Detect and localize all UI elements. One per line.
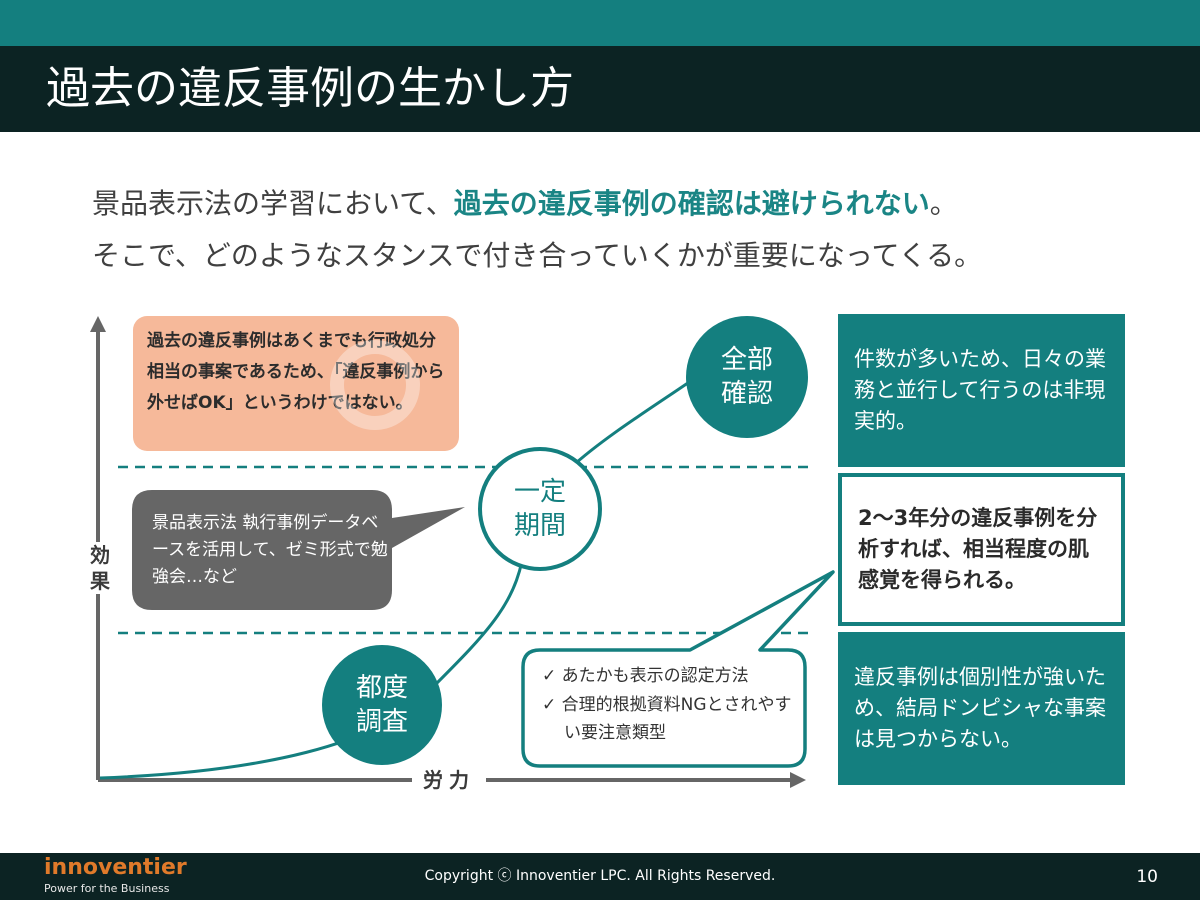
top-accent-bar xyxy=(0,0,1200,46)
intro-line-1-end: 。 xyxy=(929,187,958,220)
y-axis-arrow xyxy=(90,316,106,332)
side-note-top-text: 件数が多いため、日々の業務と並行して行うのは非現実的。 xyxy=(854,347,1106,433)
check-icon: ✓ xyxy=(542,666,557,686)
page-number: 10 xyxy=(1136,867,1158,887)
intro-line-1: 景品表示法の学習において、過去の違反事例の確認は避けられない。 xyxy=(92,184,958,224)
checklist-item-label: あたかも表示の認定方法 xyxy=(561,666,749,686)
check-icon: ✓ xyxy=(542,695,557,715)
footer-bar xyxy=(0,853,1200,900)
effort-effect-diagram xyxy=(90,316,835,788)
intro-line-2: そこで、どのようなスタンスで付き合っていくかが重要になってくる。 xyxy=(92,239,983,272)
logo-tagline: Power for the Business xyxy=(44,882,170,895)
prohibition-icon xyxy=(330,340,420,430)
side-note-bottom-text: 違反事例は個別性が強いため、結局ドンピシャな事案は見つからない。 xyxy=(854,665,1106,751)
checklist-item-label: 合理的根拠資料NGとされやすい要注意類型 xyxy=(561,695,792,743)
checklist-bubble xyxy=(521,570,835,768)
intro-highlight: 過去の違反事例の確認は避けられない xyxy=(453,187,930,220)
circle-fixed-period-label: 一定期間 xyxy=(513,477,566,541)
circle-check-all-label: 全部確認 xyxy=(720,345,773,409)
effort-curve xyxy=(99,348,736,780)
checklist-item: ✓ 合理的根拠資料NGとされやすい要注意類型 xyxy=(542,691,804,747)
side-note-bottom: 違反事例は個別性が強いため、結局ドンピシャな事案は見つからない。 xyxy=(838,632,1125,785)
side-note-middle-text: 2～3年分の違反事例を分析すれば、相当程度の肌感覚を得られる。 xyxy=(858,506,1098,592)
gray-note-text: 景品表示法 執行事例データベースを活用して、ゼミ形式で勉強会…など xyxy=(152,513,388,587)
checklist-item: ✓ あたかも表示の認定方法 xyxy=(542,662,749,690)
y-axis-label: 効果 xyxy=(84,542,116,594)
x-axis-label: 労力 xyxy=(412,766,486,794)
company-logo: innoventier xyxy=(44,855,187,880)
circle-check-all: 全部確認 xyxy=(686,316,808,438)
title-bar xyxy=(0,46,1200,132)
circle-per-case: 都度調査 xyxy=(322,645,442,765)
intro-line-1-text: 景品表示法の学習において、 xyxy=(92,187,454,220)
x-axis-arrow xyxy=(790,772,806,788)
side-note-middle: 2～3年分の違反事例を分析すれば、相当程度の肌感覚を得られる。 xyxy=(838,473,1125,626)
side-note-top: 件数が多いため、日々の業務と並行して行うのは非現実的。 xyxy=(838,314,1125,467)
page-title: 過去の違反事例の生かし方 xyxy=(46,63,574,114)
circle-per-case-label: 都度調査 xyxy=(355,673,408,737)
copyright-text: Copyright ⓒ Innoventier LPC. All Rights … xyxy=(424,868,776,884)
circle-fixed-period: 一定期間 xyxy=(478,447,602,571)
gray-note-bubble xyxy=(132,490,465,610)
